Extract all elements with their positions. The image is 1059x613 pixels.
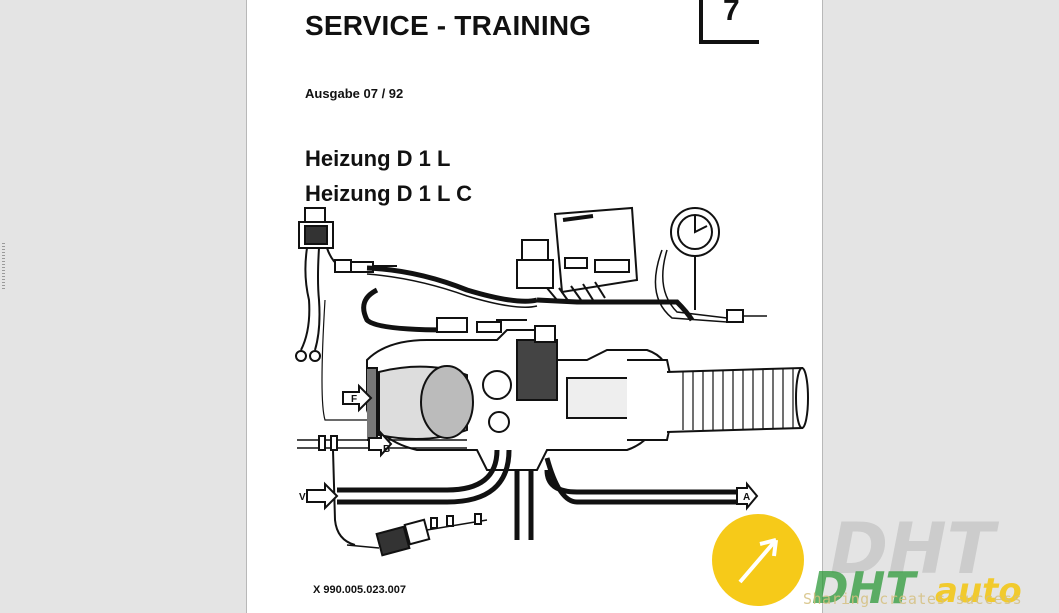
watermark-tagline: Sharing creates success: [803, 590, 1023, 608]
fuel-line: [297, 430, 467, 546]
relay-component: [516, 239, 554, 289]
chapter-number: 7: [723, 0, 740, 27]
part-number: X 990.005.023.007: [313, 584, 406, 596]
connector-plug-top-left: [295, 207, 397, 362]
exhaust-pipe: [514, 457, 759, 540]
chapter-box: 7: [699, 0, 759, 44]
thermostat-gauge: [654, 207, 767, 323]
panel-resize-handle[interactable]: [2, 243, 5, 291]
label-exhaust: A: [743, 492, 750, 503]
label-combustion-air: V: [299, 492, 306, 503]
page-title: SERVICE - TRAINING: [305, 10, 592, 41]
edition-label: Ausgabe 07 / 92: [305, 86, 404, 101]
model-title-1: Heizung D 1 L: [305, 146, 451, 171]
label-fresh-air: F: [351, 394, 357, 405]
document-page: SERVICE - TRAINING 7 Ausgabe 07 / 92 Hei…: [246, 0, 823, 613]
combustion-air-pipe: [306, 449, 512, 511]
wire-harness-main: [366, 265, 538, 304]
label-fuel: B: [383, 444, 390, 455]
heater-assembly: [366, 317, 673, 471]
fuel-pump: [346, 513, 488, 557]
model-title-2: Heizung D 1 L C: [305, 181, 473, 206]
heater-diagram: F B V A: [295, 206, 809, 557]
exhaust-flex-pipe: [666, 366, 809, 433]
control-unit: [546, 206, 639, 303]
fresh-air-inlet-arrow: [342, 383, 373, 413]
